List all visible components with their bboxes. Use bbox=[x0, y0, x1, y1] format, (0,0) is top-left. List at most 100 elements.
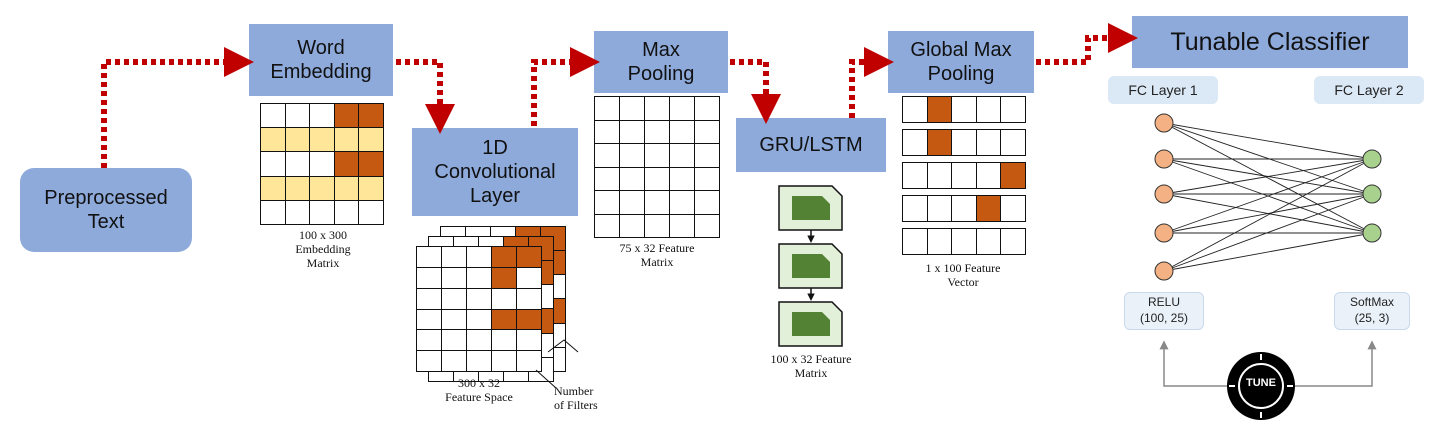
number-of-filters-caption: Number of Filters bbox=[554, 384, 598, 412]
conv-cell bbox=[442, 288, 466, 309]
conv-feature-space bbox=[416, 246, 542, 372]
conv-cell bbox=[492, 247, 516, 267]
vector-cell bbox=[952, 163, 976, 188]
output-neuron bbox=[1362, 149, 1382, 169]
feature-vector-row bbox=[902, 96, 1026, 123]
embedding-cell bbox=[261, 104, 285, 128]
conv-cell bbox=[442, 267, 466, 288]
network-edge bbox=[1163, 122, 1373, 234]
fc-layer-1-label: FC Layer 1 bbox=[1108, 76, 1218, 104]
vector-cell bbox=[903, 229, 927, 254]
softmax-activation: SoftMax (25, 3) bbox=[1334, 292, 1410, 330]
feature-vector-row bbox=[902, 129, 1026, 156]
gru-lstm-node: GRU/LSTM bbox=[736, 118, 886, 172]
embedding-cell bbox=[261, 152, 285, 176]
conv-cell bbox=[467, 309, 491, 330]
gru-cell-core bbox=[792, 196, 830, 220]
embedding-cell bbox=[285, 128, 310, 152]
vector-cell bbox=[1001, 97, 1025, 122]
pool-cell bbox=[670, 214, 694, 237]
embedding-cell bbox=[285, 200, 310, 224]
relu-activation: RELU (100, 25) bbox=[1124, 292, 1204, 330]
pool-cell bbox=[695, 191, 719, 214]
vector-cell bbox=[927, 130, 952, 155]
tune-dial-inner bbox=[1238, 363, 1284, 409]
conv-cell bbox=[442, 309, 466, 330]
vector-cell bbox=[927, 196, 952, 221]
embedding-cell bbox=[310, 128, 334, 152]
input-neuron bbox=[1154, 149, 1174, 169]
gru-cell-core bbox=[792, 312, 830, 336]
input-neuron bbox=[1154, 184, 1174, 204]
max-pooling-label: Max Pooling bbox=[627, 39, 695, 85]
network-edge bbox=[1163, 193, 1373, 234]
pool-matrix-caption: 75 x 32 Feature Matrix bbox=[619, 241, 695, 269]
pool-cell bbox=[645, 167, 669, 190]
network-edge bbox=[1163, 158, 1373, 234]
flow-arrow bbox=[1036, 23, 1138, 65]
flow-arrow bbox=[396, 59, 455, 134]
pool-cell bbox=[595, 191, 619, 214]
tunable-classifier-label: Tunable Classifier bbox=[1170, 28, 1370, 56]
vector-cell bbox=[927, 229, 952, 254]
pool-cell bbox=[620, 120, 644, 143]
feature-vector-row bbox=[902, 195, 1026, 222]
pool-cell bbox=[645, 214, 669, 237]
conv-cell bbox=[517, 288, 541, 309]
embedding-cell bbox=[359, 104, 383, 128]
flow-arrow bbox=[730, 59, 781, 124]
embedding-cell bbox=[334, 176, 359, 200]
conv-cell bbox=[517, 351, 541, 371]
vector-cell bbox=[976, 163, 1001, 188]
embedding-matrix-caption: 100 x 300 Embedding Matrix bbox=[295, 228, 351, 270]
input-neuron bbox=[1154, 261, 1174, 281]
conv-cell bbox=[492, 351, 516, 371]
embedding-cell bbox=[334, 128, 359, 152]
pool-cell bbox=[595, 120, 619, 143]
tunable-classifier-title: Tunable Classifier bbox=[1132, 16, 1408, 68]
flow-arrow bbox=[531, 47, 600, 126]
vector-cell bbox=[903, 97, 927, 122]
input-neuron bbox=[1154, 113, 1174, 133]
vector-cell bbox=[976, 130, 1001, 155]
embedding-cell bbox=[261, 200, 285, 224]
filters-bracket bbox=[547, 339, 579, 353]
gru-matrix-caption: 100 x 32 Feature Matrix bbox=[770, 352, 852, 380]
flow-arrow bbox=[101, 47, 254, 168]
filters-pointer bbox=[535, 369, 557, 389]
flow-arrow bbox=[849, 47, 894, 118]
vector-cell bbox=[1001, 196, 1025, 221]
embedding-cell bbox=[310, 200, 334, 224]
embedding-cell bbox=[310, 176, 334, 200]
conv-cell bbox=[417, 247, 441, 267]
network-edge bbox=[1163, 193, 1373, 272]
global-max-pooling-label: Global Max Pooling bbox=[910, 39, 1012, 85]
vector-cell bbox=[976, 196, 1001, 221]
word-embedding-label: Word Embedding bbox=[270, 37, 372, 83]
vector-cell bbox=[1001, 130, 1025, 155]
conv-cell bbox=[467, 330, 491, 351]
conv-cell bbox=[492, 330, 516, 351]
vector-cell bbox=[903, 196, 927, 221]
tune-arrow-right bbox=[1292, 340, 1377, 387]
embedding-cell bbox=[334, 152, 359, 176]
pool-cell bbox=[670, 97, 694, 120]
network-edge bbox=[1163, 158, 1373, 272]
pool-cell bbox=[620, 214, 644, 237]
pool-cell bbox=[645, 97, 669, 120]
embedding-cell bbox=[310, 104, 334, 128]
conv-cell bbox=[442, 330, 466, 351]
pool-cell bbox=[645, 191, 669, 214]
pool-cell bbox=[620, 167, 644, 190]
conv-cell bbox=[417, 267, 441, 288]
pool-cell bbox=[595, 167, 619, 190]
conv-cell bbox=[517, 330, 541, 351]
conv-cell bbox=[492, 309, 516, 330]
network-edge bbox=[1163, 122, 1373, 195]
pool-matrix bbox=[594, 96, 720, 238]
tune-dial-label: TUNE bbox=[1246, 377, 1276, 389]
pool-cell bbox=[695, 144, 719, 167]
embedding-cell bbox=[359, 176, 383, 200]
pool-cell bbox=[695, 97, 719, 120]
embedding-cell bbox=[285, 152, 310, 176]
